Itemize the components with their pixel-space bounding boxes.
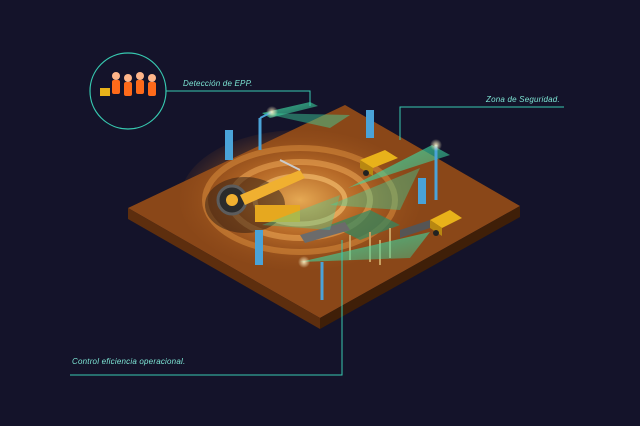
- light-pole-right: [430, 139, 442, 200]
- scan-cone-zona: [330, 145, 450, 210]
- epp-detection-label: Detección de EPP.: [183, 79, 253, 88]
- epp-badge: [89, 52, 167, 130]
- light-pole-left: [258, 106, 278, 150]
- bucket-wheel-excavator: [216, 159, 305, 222]
- dump-truck: [400, 210, 462, 238]
- operational-efficiency-label: Control eficiencia operacional.: [72, 357, 186, 366]
- scan-cone-control: [262, 195, 430, 262]
- haul-truck: [360, 150, 398, 176]
- light-pole-front: [298, 256, 324, 300]
- camera-pillars: [225, 110, 426, 265]
- safety-zone-label: Zona de Seguridad.: [486, 95, 560, 104]
- worker-ppe-icon: [100, 72, 156, 96]
- connector-lines: [70, 90, 564, 376]
